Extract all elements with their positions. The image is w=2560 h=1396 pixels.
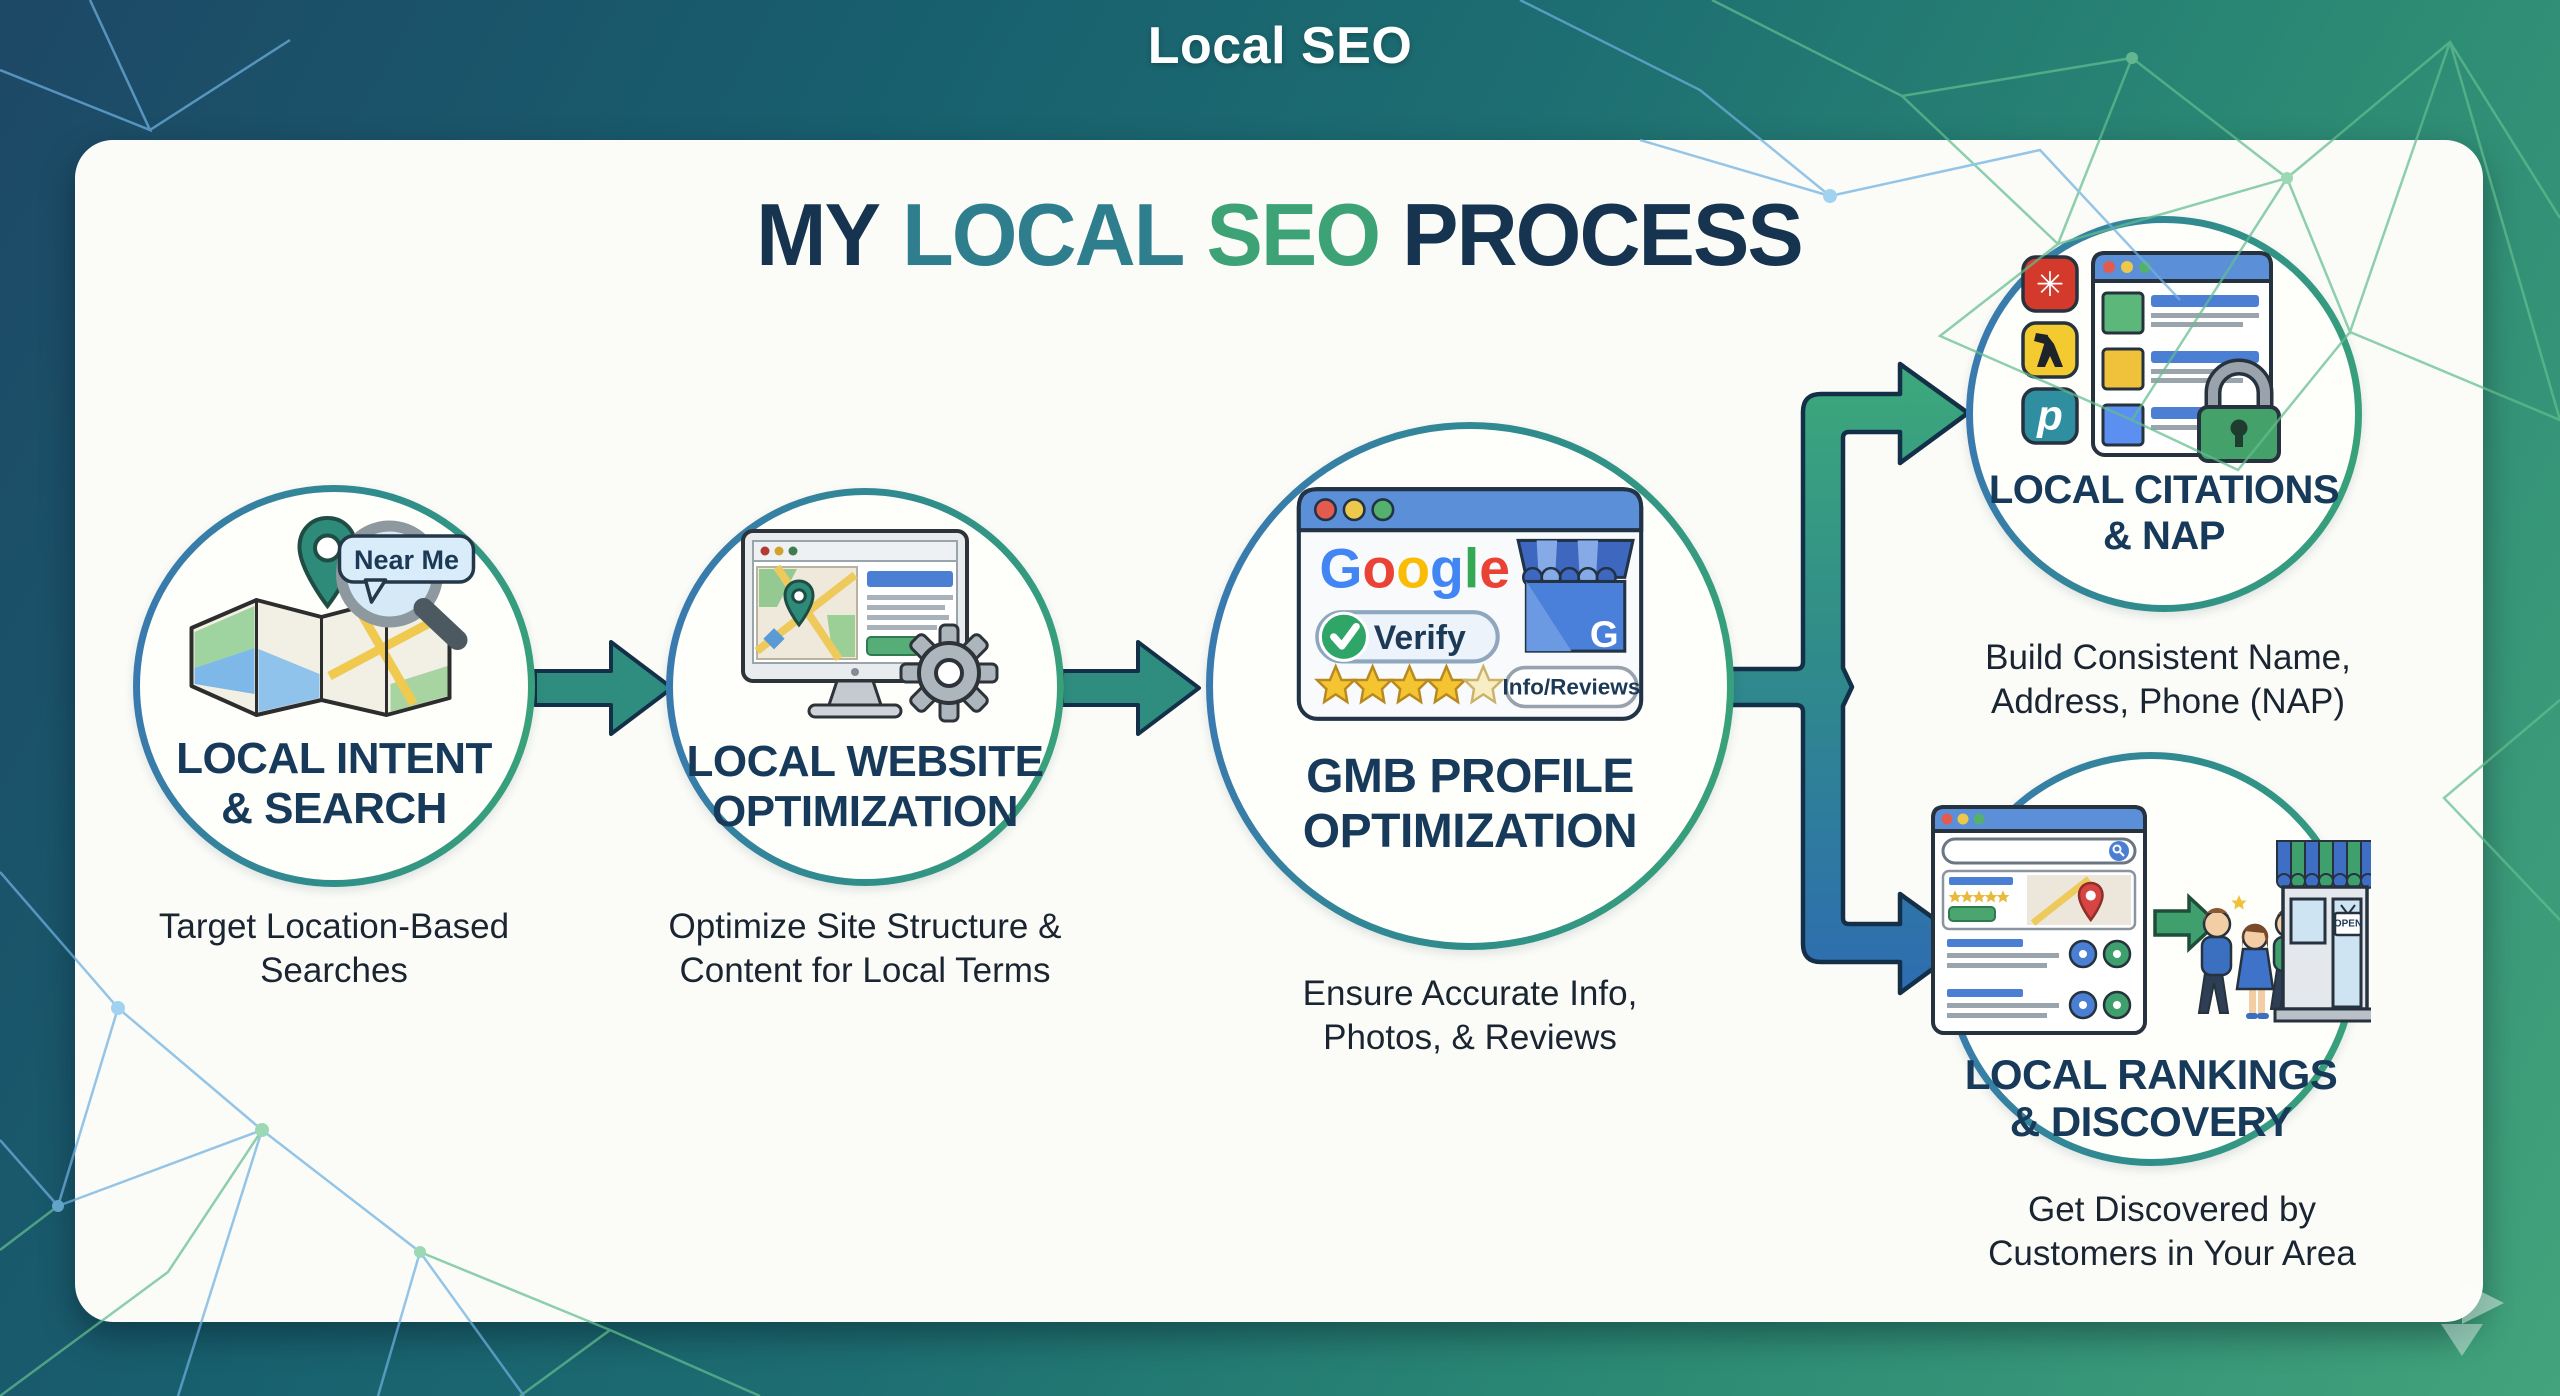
monitor-map-gear-icon — [741, 529, 999, 723]
step2-circle-inner: LOCAL WEBSITE OPTIMIZATION — [673, 495, 1057, 879]
map-pin-magnifier-icon: Near Me — [189, 516, 476, 717]
step1-title-line2: & SEARCH — [221, 784, 447, 833]
storefront-g-letter: G — [1590, 614, 1619, 655]
customer-1 — [2197, 907, 2233, 1014]
google-business-card-icon: Google G Verify — [1296, 487, 1644, 721]
step3-title-line1: GMB PROFILE — [1306, 750, 1634, 803]
info-reviews-label: Info/Reviews — [1503, 675, 1641, 700]
step1-caption: Target Location-Based Searches — [74, 905, 594, 993]
storefront-awning — [2276, 840, 2371, 889]
screen-map-panel — [754, 564, 858, 662]
storefront-building: OPEN — [2273, 840, 2371, 1023]
heading-word-local: LOCAL — [902, 185, 1185, 284]
step2-caption-line1: Optimize Site Structure & — [668, 907, 1062, 946]
near-me-label: Near Me — [354, 545, 459, 575]
serp-customers-storefront-icon: OPEN — [1931, 805, 2371, 1035]
step5-caption: Get Discovered by Customers in Your Area — [1892, 1188, 2452, 1276]
step3-caption: Ensure Accurate Info, Photos, & Reviews — [1190, 972, 1750, 1060]
verify-label: Verify — [1374, 619, 1466, 657]
open-sign-label: OPEN — [2334, 919, 2362, 930]
mini-stars — [1948, 890, 2010, 903]
verify-button: Verify — [1315, 610, 1500, 664]
step1-caption-line2: Searches — [260, 951, 408, 990]
google-letter: G — [1319, 538, 1362, 600]
step1-title-line1: LOCAL INTENT — [176, 734, 492, 783]
serp-browser-window — [1931, 805, 2147, 1035]
google-letter: o — [1396, 538, 1430, 600]
arrow-serp-to-customers — [2153, 892, 2220, 954]
step-circle-local-website-optimization: LOCAL WEBSITE OPTIMIZATION — [666, 488, 1064, 886]
step4-caption-line1: Build Consistent Name, — [1985, 638, 2351, 677]
step3-caption-line1: Ensure Accurate Info, — [1302, 974, 1638, 1013]
info-reviews-pill: Info/Reviews — [1503, 665, 1641, 709]
step5-caption-line1: Get Discovered by — [2028, 1190, 2316, 1229]
google-letter: g — [1430, 538, 1464, 600]
google-wordmark: Google — [1319, 538, 1510, 600]
near-me-speech-bubble: Near Me — [337, 534, 476, 604]
step1-circle-inner: Near Me LOCAL INTENT & SEARCH — [140, 492, 528, 880]
step3-title-line2: OPTIMIZATION — [1302, 805, 1638, 858]
step2-caption: Optimize Site Structure & Content for Lo… — [585, 905, 1145, 993]
step3-title: GMB PROFILE OPTIMIZATION — [1213, 749, 1727, 859]
step3-circle-inner: Google G Verify — [1213, 429, 1727, 943]
yelp-badge-icon: ✳ — [2021, 255, 2079, 313]
step3-caption-line2: Photos, & Reviews — [1323, 1018, 1617, 1057]
step5-circle-inner: OPEN LOCAL RANKINGS & DISCOVERY — [1931, 759, 2371, 1159]
verify-check-icon — [1318, 611, 1370, 662]
yelp-glyph: ✳ — [2036, 266, 2065, 304]
gear-icon — [899, 623, 999, 723]
storefront-gmb-icon: G — [1516, 538, 1635, 655]
step1-title: LOCAL INTENT & SEARCH — [140, 734, 528, 834]
step5-caption-line2: Customers in Your Area — [1988, 1234, 2356, 1273]
pages-badge-icon: p — [2021, 387, 2079, 445]
google-letter: l — [1464, 538, 1479, 600]
step4-title-line1: LOCAL CITATIONS — [1988, 468, 2340, 512]
map-red-pin-icon — [2077, 881, 2104, 923]
step1-caption-line1: Target Location-Based — [158, 907, 510, 946]
step-circle-local-rankings-discovery: OPEN LOCAL RANKINGS & DISCOVERY — [1931, 752, 2371, 1166]
pages-glyph: p — [2036, 392, 2063, 439]
heading-word-my: MY — [756, 185, 881, 284]
step-circle-local-intent-search: Near Me LOCAL INTENT & SEARCH — [133, 485, 535, 887]
step4-circle-inner: ✳ p — [1973, 223, 2355, 605]
page-title: Local SEO — [1147, 17, 1413, 75]
heading-word-seo: SEO — [1206, 185, 1381, 284]
step4-title: LOCAL CITATIONS & NAP — [1973, 467, 2355, 559]
step4-caption: Build Consistent Name, Address, Phone (N… — [1888, 636, 2448, 724]
customer-2 — [2235, 923, 2275, 1019]
heading-word-process: PROCESS — [1402, 185, 1804, 284]
step5-title-line2: & DISCOVERY — [2009, 1098, 2293, 1145]
open-sign: OPEN — [2333, 904, 2363, 937]
step-circle-gmb-profile-optimization: Google G Verify — [1206, 422, 1734, 950]
step2-title: LOCAL WEBSITE OPTIMIZATION — [673, 737, 1057, 837]
step-circle-local-citations-nap: ✳ p — [1966, 216, 2362, 612]
step5-title: LOCAL RANKINGS & DISCOVERY — [1951, 1051, 2351, 1145]
step5-title-line1: LOCAL RANKINGS — [1964, 1051, 2338, 1098]
screen-text-panel — [866, 571, 953, 656]
yellow-pages-badge-icon — [2021, 321, 2079, 379]
step4-caption-line2: Address, Phone (NAP) — [1990, 682, 2346, 721]
step2-caption-line2: Content for Local Terms — [679, 951, 1051, 990]
step2-title-line2: OPTIMIZATION — [711, 787, 1019, 836]
google-letter: o — [1362, 538, 1396, 600]
google-letter: e — [1479, 538, 1510, 600]
step2-title-line1: LOCAL WEBSITE — [686, 737, 1044, 786]
step4-title-line2: & NAP — [2103, 514, 2225, 558]
citations-lock-icon: ✳ p — [2021, 251, 2281, 463]
rating-stars — [1314, 663, 1506, 705]
